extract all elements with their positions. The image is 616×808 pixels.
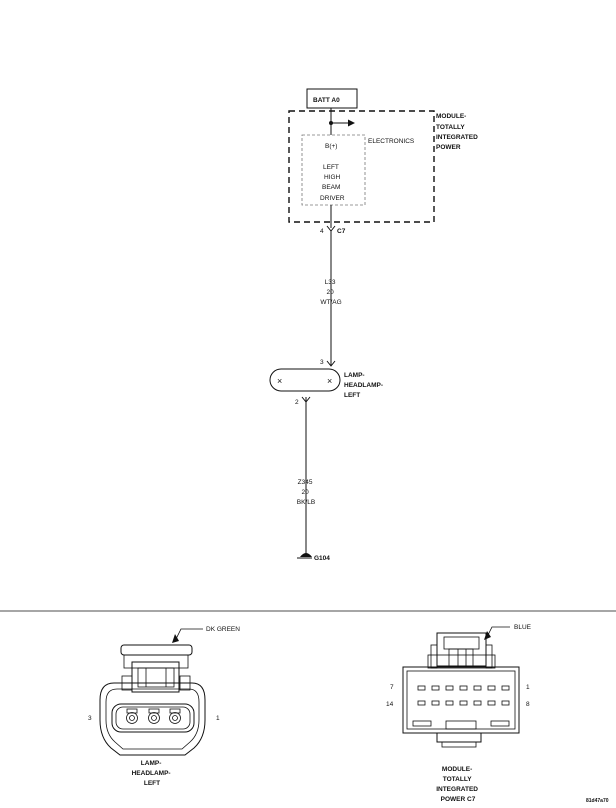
power-source-label: BATT A0 [313, 97, 340, 104]
wire-l33-label: L33 20 WT/AG [320, 279, 341, 306]
lamp-connector-label: LAMP- HEADLAMP- LEFT [132, 760, 173, 787]
lamp-pin-out-number: 2 [295, 399, 299, 406]
lamp-connector-pin-right: 1 [216, 715, 220, 722]
module-pin-number: 4 [320, 228, 324, 235]
driver-supply-label: B(+) [325, 143, 337, 150]
lamp-connector-pin-left: 3 [88, 715, 92, 722]
module-connector-pin-7: 7 [390, 684, 394, 691]
module-label: MODULE- TOTALLY INTEGRATED POWER [436, 113, 480, 151]
module-connector-pin-8: 8 [526, 701, 530, 708]
module-connector-pin-1: 1 [526, 684, 530, 691]
lamp-filament-x-right: × [327, 376, 332, 386]
wire-z345-label: Z345 20 BK/LB [297, 479, 315, 506]
headlamp-left-symbol [269, 368, 341, 392]
module-connector-drawing [402, 626, 520, 748]
electronics-label: ELECTRONICS [368, 138, 415, 145]
lamp-label: LAMP- HEADLAMP- LEFT [344, 372, 385, 399]
lamp-in-terminal-icon [326, 360, 336, 367]
ground-label: G104 [314, 555, 330, 562]
ground-icon [297, 553, 312, 559]
module-connector-label: C7 [337, 228, 346, 235]
module-connector-color: BLUE [514, 624, 532, 631]
splice-arrow-icon [348, 119, 355, 127]
module-outline [288, 110, 435, 223]
module-connector-pin-14: 14 [386, 701, 394, 708]
figure-id: 81d47a70 [586, 798, 609, 804]
lamp-connector-drawing [99, 628, 206, 756]
lamp-connector-color: DK GREEN [206, 626, 240, 633]
driver-box [301, 134, 366, 206]
lamp-filament-x-left: × [277, 376, 282, 386]
module-connector-label: MODULE- TOTALLY INTEGRATED POWER C7 [436, 766, 480, 803]
driver-label: LEFT HIGH BEAM DRIVER [320, 164, 345, 202]
lamp-pin-in-number: 3 [320, 359, 324, 366]
power-source-box [306, 88, 358, 109]
